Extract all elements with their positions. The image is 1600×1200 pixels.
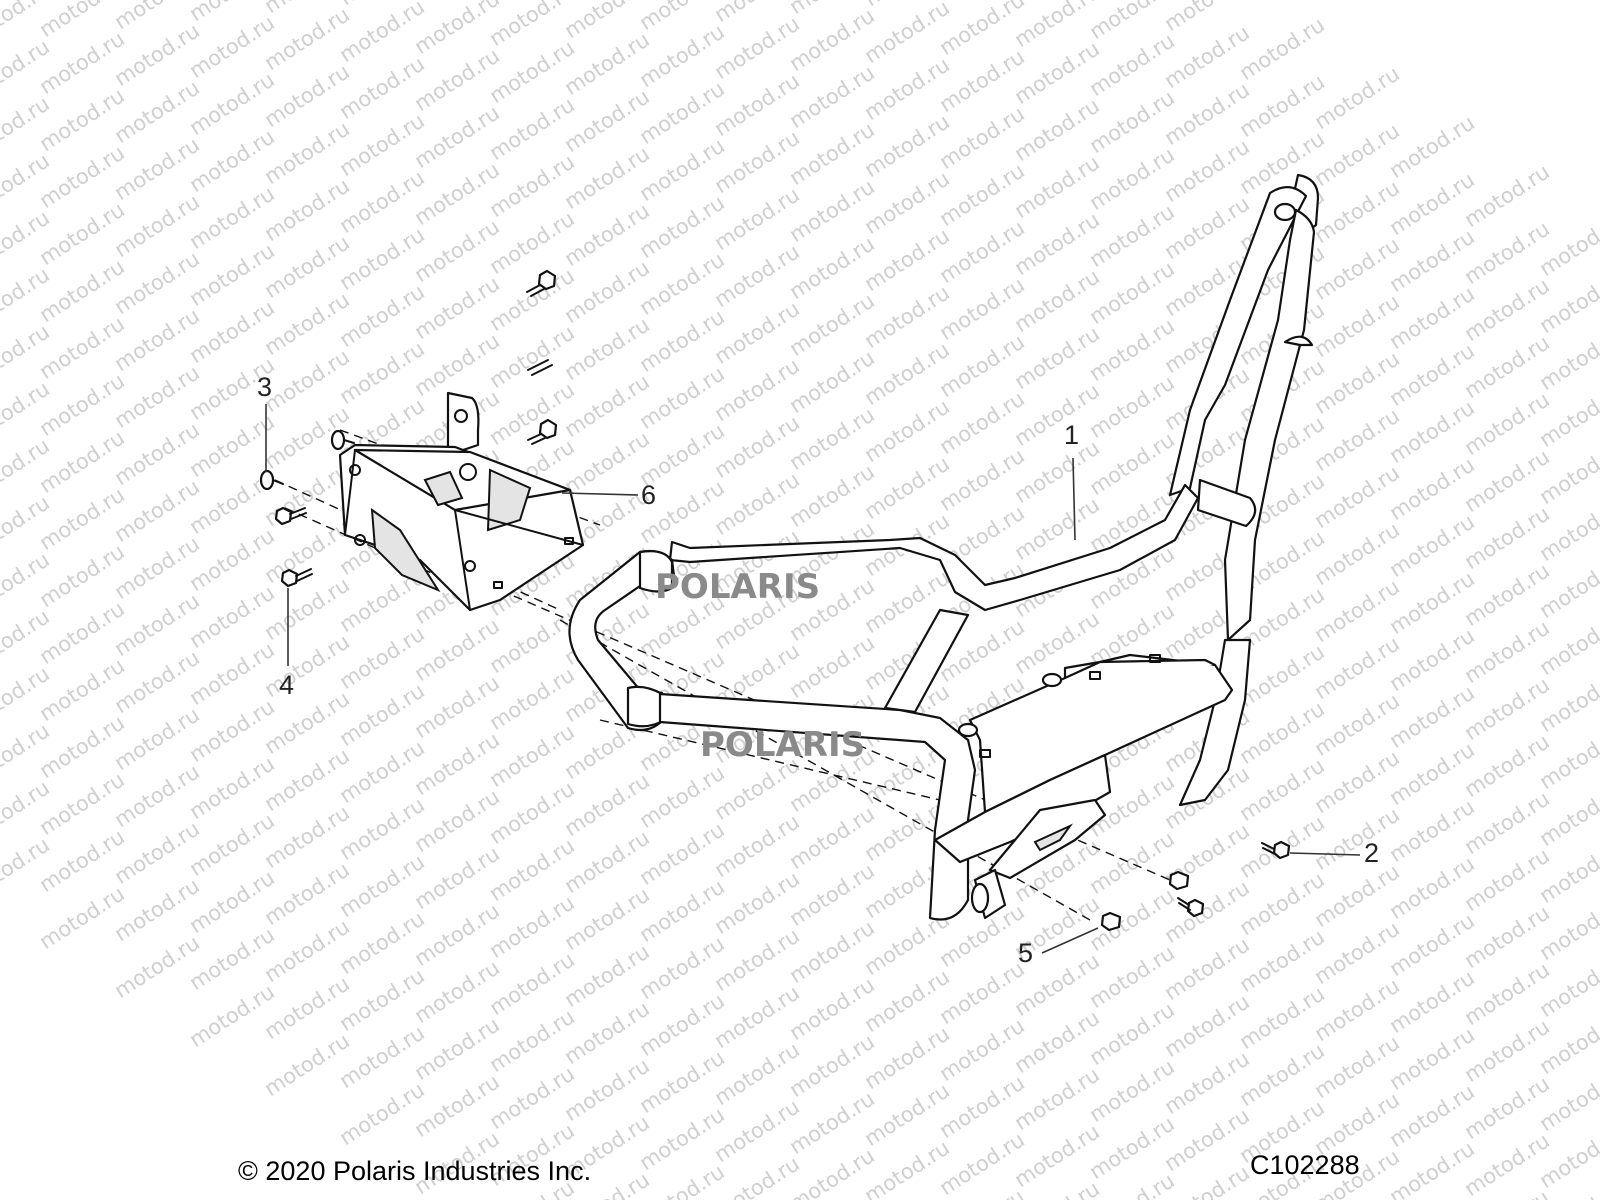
part-1-bumper-tube: POLARIS POLARIS — [568, 173, 1320, 921]
fasteners-rear — [1100, 840, 1291, 932]
bolt-rear-b — [1177, 897, 1205, 918]
nut-part-5 — [1100, 911, 1122, 932]
callout-6: 6 — [641, 480, 657, 510]
bolt-top-a — [526, 269, 557, 376]
rivet-left-b-part-3 — [259, 469, 284, 491]
tube-logo-lower: POLARIS — [700, 725, 865, 765]
nut-rear-a — [1168, 870, 1190, 891]
leader-2 — [1289, 852, 1361, 856]
bolt-part-2 — [1261, 840, 1291, 860]
part-6-bracket — [338, 391, 585, 612]
callout-3: 3 — [257, 372, 273, 402]
rivet-left-a — [330, 429, 355, 451]
leader-6 — [561, 492, 639, 496]
fasteners-bracket — [259, 269, 558, 588]
bolt-left-d-part-4 — [280, 568, 313, 588]
leader-lines — [265, 404, 1361, 954]
diagram-code: C102288 — [1250, 1150, 1360, 1180]
bolt-top-b — [527, 418, 558, 445]
callout-1: 1 — [1064, 420, 1080, 450]
leader-5 — [1041, 927, 1099, 954]
tube-logo-upper: POLARIS — [655, 567, 820, 607]
callout-4: 4 — [279, 670, 295, 700]
callout-2: 2 — [1364, 838, 1380, 868]
callout-5: 5 — [1018, 938, 1034, 968]
rear-mount-plate — [933, 653, 1234, 920]
bolt-left-c — [274, 506, 307, 526]
leader-1 — [1072, 457, 1076, 541]
copyright-text: © 2020 Polaris Industries Inc. — [238, 1156, 592, 1186]
